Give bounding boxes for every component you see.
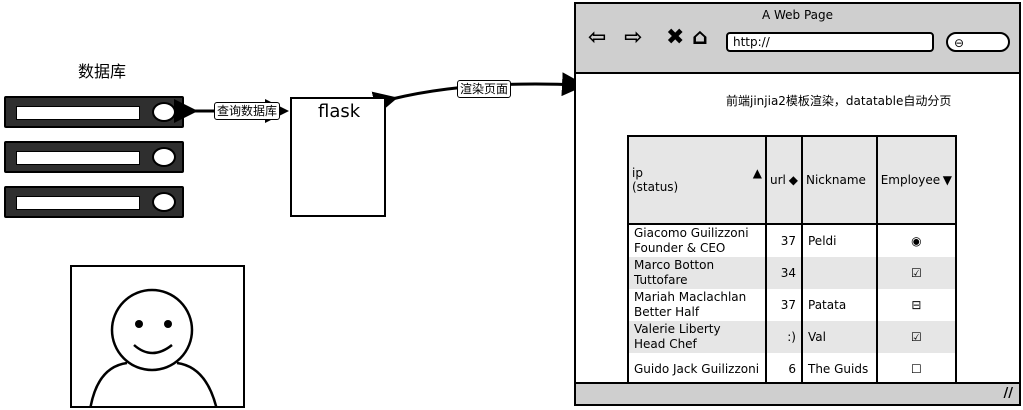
flask-label: flask <box>318 101 361 122</box>
employee-checkbox[interactable]: ⊟ <box>875 289 956 321</box>
database-title: 数据库 <box>78 62 127 81</box>
column-header-nickname[interactable]: Nickname <box>801 136 877 225</box>
home-icon[interactable]: ⌂ <box>692 25 708 50</box>
cell-url: 34 <box>765 257 802 289</box>
column-header-ip[interactable]: ip (status)▲ <box>628 136 766 225</box>
table-row[interactable]: Guido Jack Guilizzoni 6 The Guids ☐ <box>628 353 956 386</box>
back-icon[interactable]: ⇦ <box>588 25 607 50</box>
cell-nickname: The Guids <box>801 353 877 386</box>
browser-toolbar: A Web Page ⇦ ⇨ ✖ ⌂ http:// ⊖ <box>576 4 1019 74</box>
server-icon <box>4 141 184 173</box>
browser-title: A Web Page <box>761 8 834 22</box>
employee-checkbox[interactable]: ☐ <box>875 353 956 386</box>
employee-radio[interactable]: ◉ <box>875 224 956 257</box>
user-icon <box>89 288 218 406</box>
edge-label-query-db: 查询数据库 <box>214 102 281 120</box>
close-icon[interactable]: ✖ <box>666 25 685 50</box>
cell-nickname: Patata <box>801 289 877 321</box>
search-icon: ⊖ <box>954 36 965 50</box>
column-header-employee[interactable]: Employee▼ <box>875 136 956 225</box>
sort-desc-icon: ▼ <box>942 173 952 187</box>
cell-ip: Guido Jack Guilizzoni <box>634 361 760 376</box>
edge-label-render-page: 渲染页面 <box>457 80 512 98</box>
page-caption: 前端jinjia2模板渲染，datatable自动分页 <box>726 94 952 108</box>
data-table: ip (status)▲ url◆ Nickname Employee▼ Gia… <box>627 135 957 387</box>
cell-url: :) <box>765 321 802 353</box>
search-input[interactable]: ⊖ <box>946 32 1010 52</box>
cell-nickname: Peldi <box>801 224 877 257</box>
column-header-url[interactable]: url◆ <box>765 136 802 225</box>
url-input[interactable]: http:// <box>726 32 934 52</box>
browser-window: A Web Page ⇦ ⇨ ✖ ⌂ http:// ⊖ 前端jinjia2模板… <box>574 2 1021 406</box>
browser-statusbar: // <box>576 382 1019 404</box>
cell-nickname: Val <box>801 321 877 353</box>
cell-url: 37 <box>765 289 802 321</box>
employee-checkbox[interactable]: ☑ <box>875 257 956 289</box>
sort-both-icon: ◆ <box>788 173 798 187</box>
sort-asc-icon: ▲ <box>752 166 762 180</box>
user-avatar <box>70 265 245 408</box>
cell-url: 37 <box>765 224 802 257</box>
forward-icon[interactable]: ⇨ <box>624 25 643 50</box>
cell-url: 6 <box>765 353 802 386</box>
server-icon <box>4 186 184 218</box>
employee-checkbox[interactable]: ☑ <box>875 321 956 353</box>
cell-nickname <box>801 257 877 289</box>
resize-grip-icon[interactable]: // <box>1003 386 1014 401</box>
flask-server: flask <box>290 97 386 217</box>
